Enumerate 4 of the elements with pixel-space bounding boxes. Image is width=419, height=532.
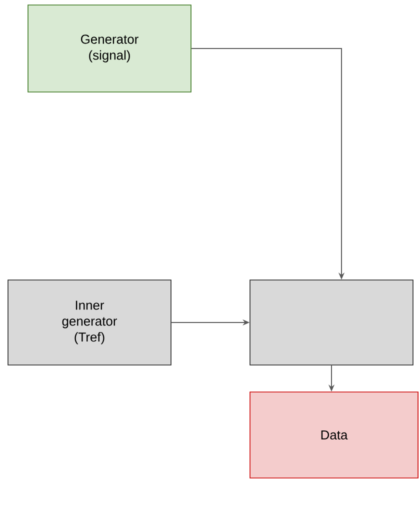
process-box [250,280,414,366]
output-box: Data [250,392,418,478]
generator-box: Generator (signal) [28,4,192,92]
generator-box: Inner generator (Tref) [8,280,172,366]
